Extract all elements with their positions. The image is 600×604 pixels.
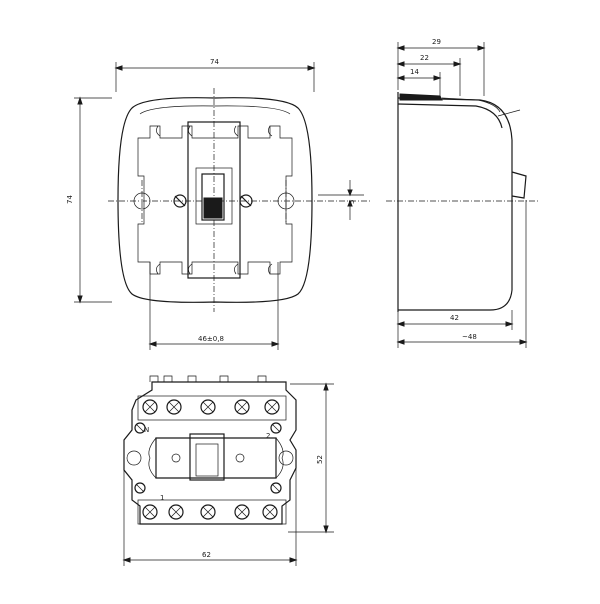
base-width-label: 62 [202,551,211,559]
base-view: N 2 1 [123,375,297,525]
side-dim-14-label: 14 [410,68,419,76]
hole-spacing-dimension: 46±0,8 [148,262,280,350]
side-dim-22-label: 22 [420,54,429,62]
front-height-dimension: 74 [66,96,112,304]
base-height-label: 52 [316,455,324,464]
base-width-dimension: 62 [122,468,298,566]
side-depth-dimensions: 42 ~48 [396,200,528,348]
front-width-dimension: 74 [114,58,316,92]
hole-spacing-label: 46±0,8 [198,335,224,343]
side-total-depth-label: ~48 [462,333,477,341]
offset-dimension: 5 [318,180,364,220]
terminal-mark-n: N [144,426,149,434]
front-width-label: 74 [210,58,219,66]
terminal-mark-2: 2 [266,432,270,440]
offset-label: 5 [348,200,356,204]
front-view [108,88,372,312]
side-dim-29-label: 29 [432,38,441,46]
side-top-dimensions: 29 22 14 [396,38,486,96]
base-height-dimension: 52 [288,382,334,534]
terminal-mark-1: 1 [160,494,164,502]
side-view [386,92,540,312]
side-depth-label: 42 [450,314,459,322]
front-height-label: 74 [66,195,74,204]
